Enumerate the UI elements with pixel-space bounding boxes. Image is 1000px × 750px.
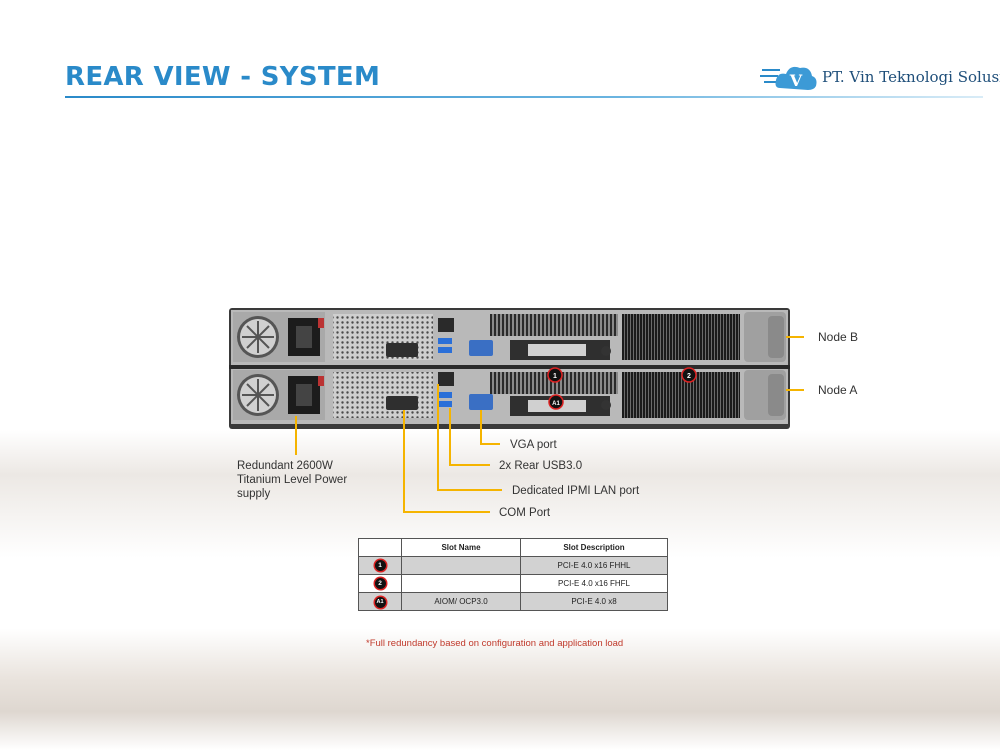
psu-label-line2: Titanium Level Power — [237, 474, 347, 486]
slot-badge-1: 1 — [547, 367, 563, 383]
slot-name-cell — [401, 556, 521, 575]
psu-callout: Redundant 2600W Titanium Level Power sup… — [237, 416, 347, 500]
slot-name-cell: AIOM/ OCP3.0 — [401, 592, 521, 611]
ipmi-lan-port-label: Dedicated IPMI LAN port — [512, 485, 640, 497]
slot-table-header-badge — [358, 538, 402, 557]
slot-desc-cell: PCI-E 4.0 x16 FHFL — [520, 574, 668, 593]
node-b-module — [233, 312, 786, 362]
node-b-callout: Node B — [786, 330, 858, 344]
table-row: 1 PCI-E 4.0 x16 FHHL — [358, 556, 668, 575]
slot-table-header-desc: Slot Description — [520, 538, 668, 557]
com-port-label: COM Port — [499, 507, 551, 519]
ipmi-callout: Dedicated IPMI LAN port — [437, 384, 640, 497]
psu-label-line3: supply — [237, 488, 270, 500]
node-a-callout: Node A — [786, 383, 857, 397]
slot-badge: 1 — [374, 560, 386, 571]
node-a-label: Node A — [818, 383, 857, 397]
usb-port-label: 2x Rear USB3.0 — [499, 460, 582, 472]
table-row: A1 AIOM/ OCP3.0 PCI-E 4.0 x8 — [358, 592, 668, 611]
redundancy-footnote: *Full redundancy based on configuration … — [366, 638, 624, 649]
slot-table: Slot Name Slot Description 1 PCI-E 4.0 x… — [358, 538, 668, 611]
page-title: REAR VIEW - SYSTEM — [65, 62, 381, 92]
usb-callout: 2x Rear USB3.0 — [449, 408, 582, 472]
vga-callout: VGA port — [480, 410, 557, 451]
com-callout: COM Port — [403, 410, 551, 519]
svg-text:1: 1 — [553, 373, 557, 380]
slot-table-header-name: Slot Name — [401, 538, 521, 557]
cloud-v-logo-icon: V — [760, 66, 817, 90]
company-name: PT. Vin Teknologi Solusi — [822, 68, 1000, 86]
slot-badge-a1: A1 — [548, 394, 564, 410]
title-underline — [65, 96, 983, 98]
slot-badge: A1 — [374, 596, 386, 608]
slot-badge: 2 — [374, 578, 386, 589]
slot-badge-2: 2 — [681, 367, 697, 383]
node-b-label: Node B — [818, 330, 858, 344]
logo-letter: V — [789, 71, 803, 90]
company-logo: V PT. Vin Teknologi Solusi — [760, 60, 1000, 94]
svg-text:A1: A1 — [552, 401, 560, 407]
psu-label-line1: Redundant 2600W — [237, 460, 333, 472]
vga-port-label: VGA port — [510, 439, 557, 451]
table-row: 2 PCI-E 4.0 x16 FHFL — [358, 574, 668, 593]
slot-desc-cell: PCI-E 4.0 x8 — [520, 592, 668, 611]
slot-name-cell — [401, 574, 521, 593]
svg-text:2: 2 — [687, 373, 691, 380]
node-a-module — [233, 370, 786, 420]
slot-desc-cell: PCI-E 4.0 x16 FHHL — [520, 556, 668, 575]
